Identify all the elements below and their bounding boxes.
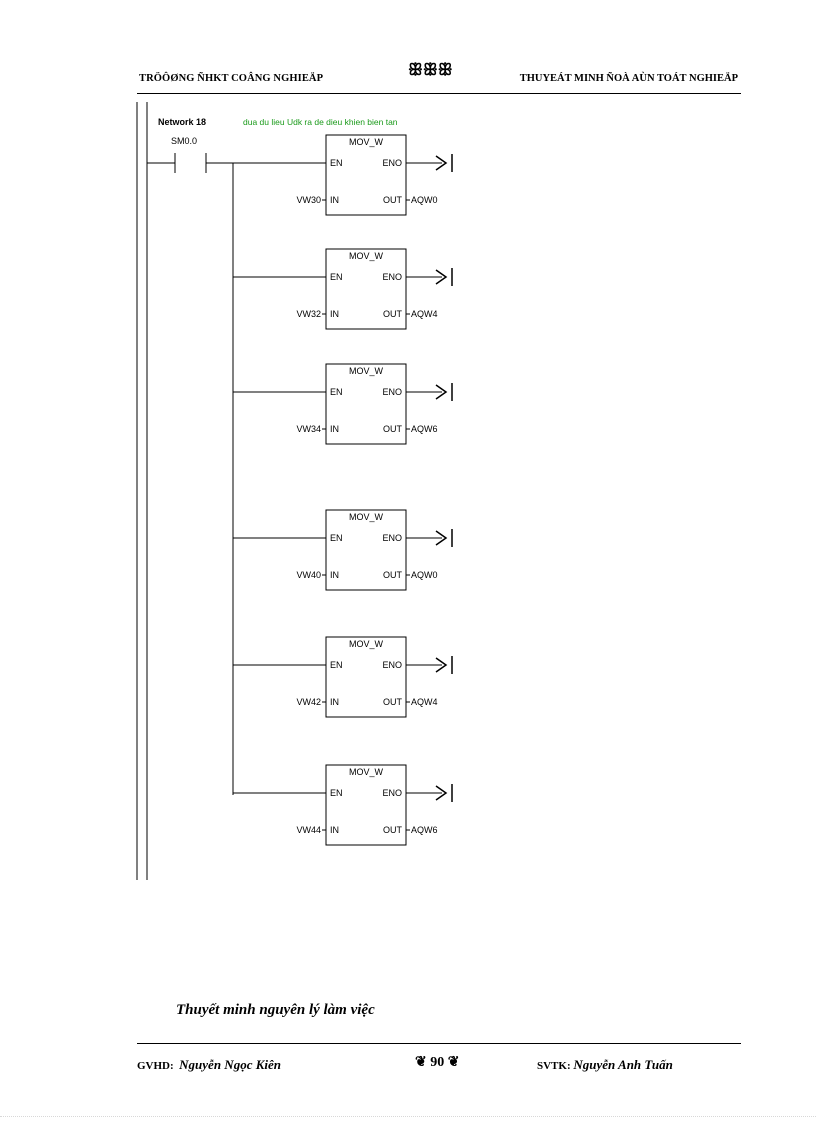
header-ornament: ꕥꕥꕥ [408, 62, 453, 79]
output-operand: AQW4 [411, 309, 438, 319]
footer-student: SVTK: Nguyễn Anh Tuấn [537, 1057, 673, 1073]
out-pin-label: OUT [383, 697, 403, 707]
network-comment: dua du lieu Udk ra de dieu khien bien ta… [243, 117, 398, 127]
out-pin-label: OUT [383, 309, 403, 319]
footer-advisor-label: GVHD: [137, 1060, 174, 1072]
section-title: Thuyết minh nguyên lý làm việc [176, 1002, 375, 1018]
coil-arrow-icon [435, 785, 448, 801]
output-operand: AQW0 [411, 195, 438, 205]
footer-rule [137, 1043, 741, 1044]
footer-advisor-name: Nguyễn Ngọc Kiên [179, 1057, 282, 1072]
block-name: MOV_W [349, 251, 384, 261]
eno-pin-label: ENO [382, 788, 402, 798]
block-name: MOV_W [349, 512, 384, 522]
input-operand: VW30 [296, 195, 321, 205]
mov-w-block [325, 363, 407, 445]
in-pin-label: IN [330, 697, 339, 707]
in-pin-label: IN [330, 424, 339, 434]
en-pin-label: EN [330, 387, 343, 397]
in-pin-label: IN [330, 570, 339, 580]
page-number: ❦ 90 ❦ [415, 1054, 459, 1071]
footer-advisor: GVHD: Nguyễn Ngọc Kiên [137, 1057, 281, 1073]
input-operand: VW42 [296, 697, 321, 707]
contact-label: SM0.0 [171, 136, 197, 146]
input-operand: VW32 [296, 309, 321, 319]
in-pin-label: IN [330, 825, 339, 835]
header-school: TRÖÔØNG ÑHKT COÂNG NGHIEÄP [139, 73, 324, 84]
page-ornament-right: ❦ [447, 1055, 460, 1070]
in-pin-label: IN [330, 309, 339, 319]
mov-w-block [325, 764, 407, 846]
ladder-diagram: Network 18 dua du lieu Udk ra de dieu kh… [136, 102, 453, 880]
en-pin-label: EN [330, 158, 343, 168]
eno-pin-label: ENO [382, 158, 402, 168]
en-pin-label: EN [330, 660, 343, 670]
block-name: MOV_W [349, 137, 384, 147]
coil-arrow-icon [435, 384, 448, 400]
en-pin-label: EN [330, 272, 343, 282]
mov-w-block [325, 636, 407, 718]
page-number-value: 90 [430, 1055, 445, 1070]
mov-w-block [325, 134, 407, 216]
in-pin-label: IN [330, 195, 339, 205]
network-label: Network 18 [158, 117, 206, 127]
header-title: THUYEÁT MINH ÑOÀ AÙN TOÁT NGHIEÄP [519, 73, 738, 84]
coil-arrow-icon [435, 530, 448, 546]
input-operand: VW34 [296, 424, 321, 434]
output-operand: AQW0 [411, 570, 438, 580]
out-pin-label: OUT [383, 195, 403, 205]
input-operand: VW44 [296, 825, 321, 835]
page-ornament-left: ❦ [415, 1055, 427, 1070]
en-pin-label: EN [330, 788, 343, 798]
out-pin-label: OUT [383, 825, 403, 835]
mov-w-block [325, 248, 407, 330]
eno-pin-label: ENO [382, 533, 402, 543]
en-pin-label: EN [330, 533, 343, 543]
coil-arrow-icon [435, 155, 448, 171]
input-operand: VW40 [296, 570, 321, 580]
eno-pin-label: ENO [382, 660, 402, 670]
output-operand: AQW6 [411, 424, 438, 434]
coil-arrow-icon [435, 269, 448, 285]
mov-w-block [325, 509, 407, 591]
out-pin-label: OUT [383, 424, 403, 434]
out-pin-label: OUT [383, 570, 403, 580]
coil-arrow-icon [435, 657, 448, 673]
block-name: MOV_W [349, 767, 384, 777]
block-name: MOV_W [349, 366, 384, 376]
footer-student-label: SVTK: [537, 1060, 571, 1072]
header-rule [137, 93, 741, 94]
output-operand: AQW6 [411, 825, 438, 835]
block-name: MOV_W [349, 639, 384, 649]
footer-student-name: Nguyễn Anh Tuấn [573, 1057, 673, 1072]
page-bottom-dotted-line [0, 1116, 816, 1117]
eno-pin-label: ENO [382, 387, 402, 397]
eno-pin-label: ENO [382, 272, 402, 282]
output-operand: AQW4 [411, 697, 438, 707]
